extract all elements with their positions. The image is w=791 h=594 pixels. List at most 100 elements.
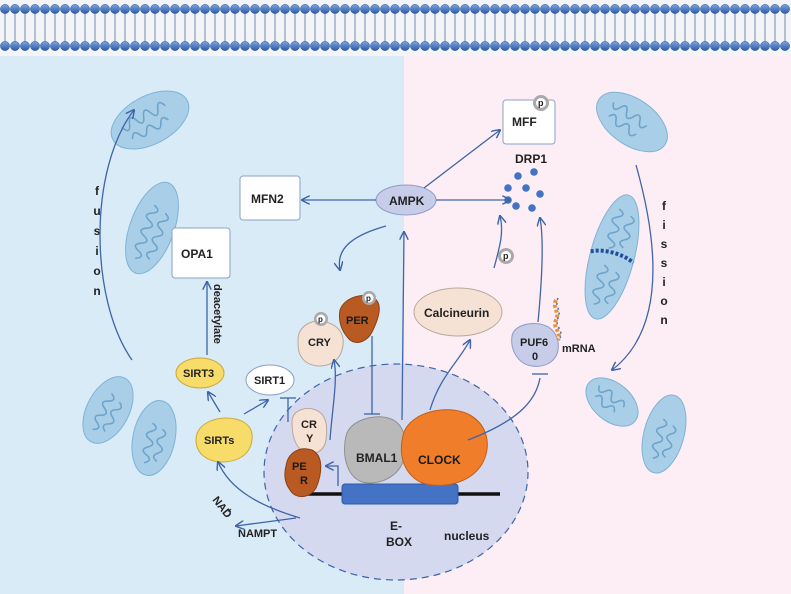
lipid-head-inner bbox=[750, 41, 760, 51]
lipid-head-inner bbox=[230, 41, 240, 51]
lipid-head-outer bbox=[500, 4, 510, 14]
lipid-head-outer bbox=[700, 4, 710, 14]
ebox-label-2: BOX bbox=[386, 535, 412, 549]
ampk-to-per-arrow bbox=[339, 225, 387, 270]
calcineurin-label: Calcineurin bbox=[424, 306, 489, 320]
lipid-head-inner bbox=[650, 41, 660, 51]
phospho-per-label: p bbox=[366, 294, 371, 303]
lipid-head-outer bbox=[180, 4, 190, 14]
lipid-head-inner bbox=[270, 41, 280, 51]
drp1-dot bbox=[530, 168, 538, 176]
e-box-element bbox=[341, 483, 459, 505]
lipid-head-inner bbox=[620, 41, 630, 51]
letter: f bbox=[662, 199, 667, 213]
mitochondrion-mid-left bbox=[125, 181, 179, 275]
deacetylate-label: deacetylate bbox=[211, 284, 223, 344]
lipid-head-outer bbox=[0, 4, 10, 14]
lipid-head-inner bbox=[70, 41, 80, 51]
lipid-head-inner bbox=[150, 41, 160, 51]
lipid-head-inner bbox=[690, 41, 700, 51]
lipid-head-inner bbox=[470, 41, 480, 51]
letter: i bbox=[95, 244, 98, 258]
sirts-label: SIRTs bbox=[204, 435, 234, 447]
mfn2-box bbox=[239, 175, 301, 221]
letter: i bbox=[662, 218, 665, 232]
lipid-head-inner bbox=[600, 41, 610, 51]
letter: i bbox=[662, 275, 665, 289]
lipid-head-outer bbox=[770, 4, 780, 14]
lipid-head-outer bbox=[240, 4, 250, 14]
lipid-head-outer bbox=[100, 4, 110, 14]
lipid-head-outer bbox=[290, 4, 300, 14]
calcineurin-to-drp1-arrow bbox=[493, 216, 502, 269]
drp1-dot bbox=[536, 190, 544, 198]
phospho-cry bbox=[314, 312, 328, 326]
lipid-head-inner bbox=[410, 41, 420, 51]
lipid-head-outer bbox=[300, 4, 310, 14]
lipid-head-inner bbox=[710, 41, 720, 51]
per-outer-label: PER bbox=[346, 315, 369, 327]
lipid-head-outer bbox=[720, 4, 730, 14]
lipid-head-inner bbox=[130, 41, 140, 51]
lipid-head-inner bbox=[250, 41, 260, 51]
lipid-head-outer bbox=[40, 4, 50, 14]
lipid-head-outer bbox=[250, 4, 260, 14]
lipid-head-outer bbox=[90, 4, 100, 14]
puf60-label-2: 0 bbox=[532, 351, 538, 363]
lipid-head-outer bbox=[780, 4, 790, 14]
per-nucleus-label-1: PE bbox=[292, 461, 307, 473]
lipid-head-outer bbox=[460, 4, 470, 14]
lipid-head-outer bbox=[680, 4, 690, 14]
drp1-dot bbox=[512, 202, 520, 210]
drp1-cluster bbox=[504, 168, 544, 212]
lipid-head-inner bbox=[140, 41, 150, 51]
lipid-head-outer bbox=[390, 4, 400, 14]
lipid-head-outer bbox=[80, 4, 90, 14]
letter: s bbox=[94, 224, 101, 238]
letter: o bbox=[93, 264, 100, 278]
lipid-head-outer bbox=[220, 4, 230, 14]
lipid-head-inner bbox=[520, 41, 530, 51]
lipid-head-outer bbox=[110, 4, 120, 14]
phospho-drp1-label: p bbox=[503, 251, 509, 261]
cry-nucleus-label-2: Y bbox=[306, 433, 314, 445]
lipid-head-outer bbox=[530, 4, 540, 14]
lipid-head-inner bbox=[440, 41, 450, 51]
ampk-to-mff-arrow bbox=[423, 130, 500, 189]
nucleus-to-nampt-arrow bbox=[236, 517, 297, 526]
lipid-head-inner bbox=[60, 41, 70, 51]
letter: n bbox=[93, 284, 100, 298]
lipid-head-inner bbox=[10, 41, 20, 51]
mitochondrion-bottom-right-a bbox=[585, 377, 639, 427]
mrna-label: mRNA bbox=[562, 343, 596, 355]
lipid-head-outer bbox=[730, 4, 740, 14]
phospho-mff bbox=[533, 95, 549, 111]
lipid-head-outer bbox=[520, 4, 530, 14]
lipid-head-inner bbox=[390, 41, 400, 51]
lipid-head-outer bbox=[230, 4, 240, 14]
nucleus-to-ampk-arrow bbox=[402, 232, 404, 421]
lipid-head-inner bbox=[100, 41, 110, 51]
nucleus-per-to-cry-arrow bbox=[329, 360, 335, 441]
letter: n bbox=[660, 313, 667, 327]
lipid-head-inner bbox=[500, 41, 510, 51]
drp1-dot bbox=[522, 184, 530, 192]
lipid-head-inner bbox=[560, 41, 570, 51]
mitochondrion-bottom-left-a bbox=[82, 376, 134, 444]
lipid-head-outer bbox=[280, 4, 290, 14]
lipid-head-inner bbox=[280, 41, 290, 51]
cry-nucleus-node bbox=[291, 408, 328, 454]
lipid-head-inner bbox=[260, 41, 270, 51]
nampt-label: NAMPT bbox=[238, 528, 277, 540]
phospho-per bbox=[362, 291, 376, 305]
lipid-head-outer bbox=[260, 4, 270, 14]
mfn2-label: MFN2 bbox=[251, 192, 284, 206]
lipid-head-inner bbox=[430, 41, 440, 51]
lipid-head-outer bbox=[410, 4, 420, 14]
puf60-node bbox=[511, 323, 559, 367]
phospho-drp1 bbox=[498, 248, 514, 264]
lipid-head-outer bbox=[190, 4, 200, 14]
lipid-head-outer bbox=[420, 4, 430, 14]
